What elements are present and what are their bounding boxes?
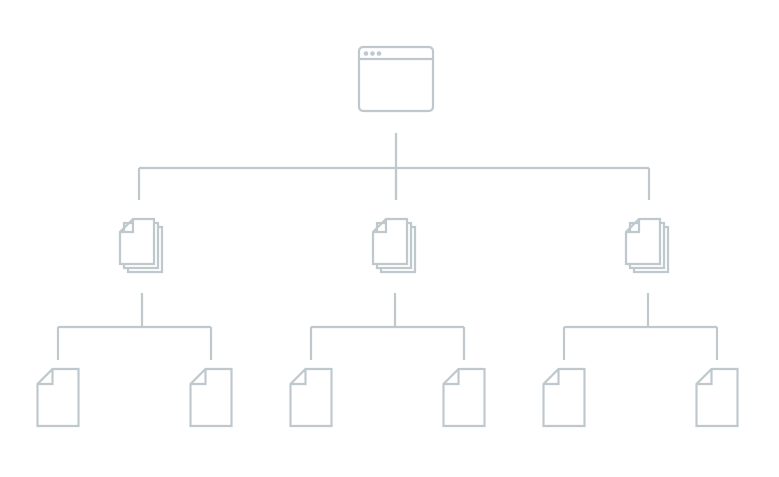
window-dot xyxy=(370,51,375,56)
diagram-nodes xyxy=(36,45,739,428)
connector-lines xyxy=(56,133,719,360)
page-icon xyxy=(695,367,739,428)
page-icon xyxy=(442,367,486,428)
browser-window-icon xyxy=(357,45,435,113)
page-stack-icon xyxy=(371,217,417,274)
page-icon xyxy=(36,367,80,428)
page-stack-icon xyxy=(624,217,670,274)
page-icon xyxy=(189,367,233,428)
page-icon xyxy=(542,367,586,428)
window-dot xyxy=(376,51,382,56)
window-dot xyxy=(363,51,369,56)
page-stack-icon xyxy=(118,217,164,274)
page-icon xyxy=(289,367,333,428)
